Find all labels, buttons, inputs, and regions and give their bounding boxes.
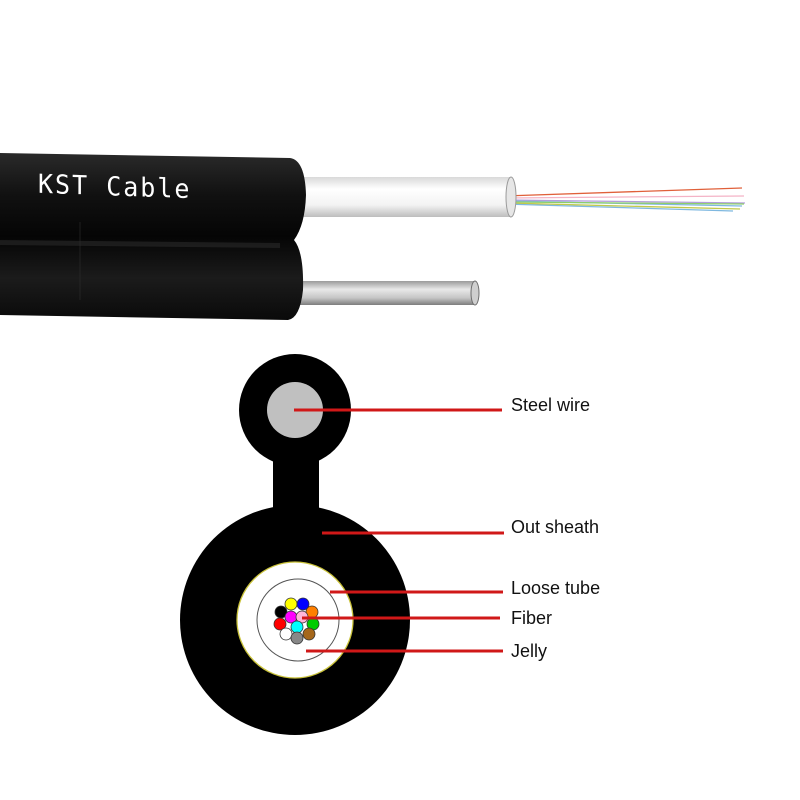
jelly-boundary: [256, 578, 340, 662]
label-steel-wire: Steel wire: [511, 395, 591, 415]
loose-tube-render: [280, 176, 517, 218]
leader-lines: [294, 408, 504, 653]
fiber-strands: [504, 187, 746, 212]
label-loose-tube: Loose tube: [511, 578, 601, 598]
label-fiber: Fiber: [511, 608, 553, 628]
outer-sheath-render: [0, 153, 306, 320]
label-jelly: Jelly: [511, 641, 548, 661]
steel-wire-render: [280, 280, 480, 306]
cable-product-render: [0, 153, 746, 320]
label-out-sheath: Out sheath: [511, 517, 600, 537]
